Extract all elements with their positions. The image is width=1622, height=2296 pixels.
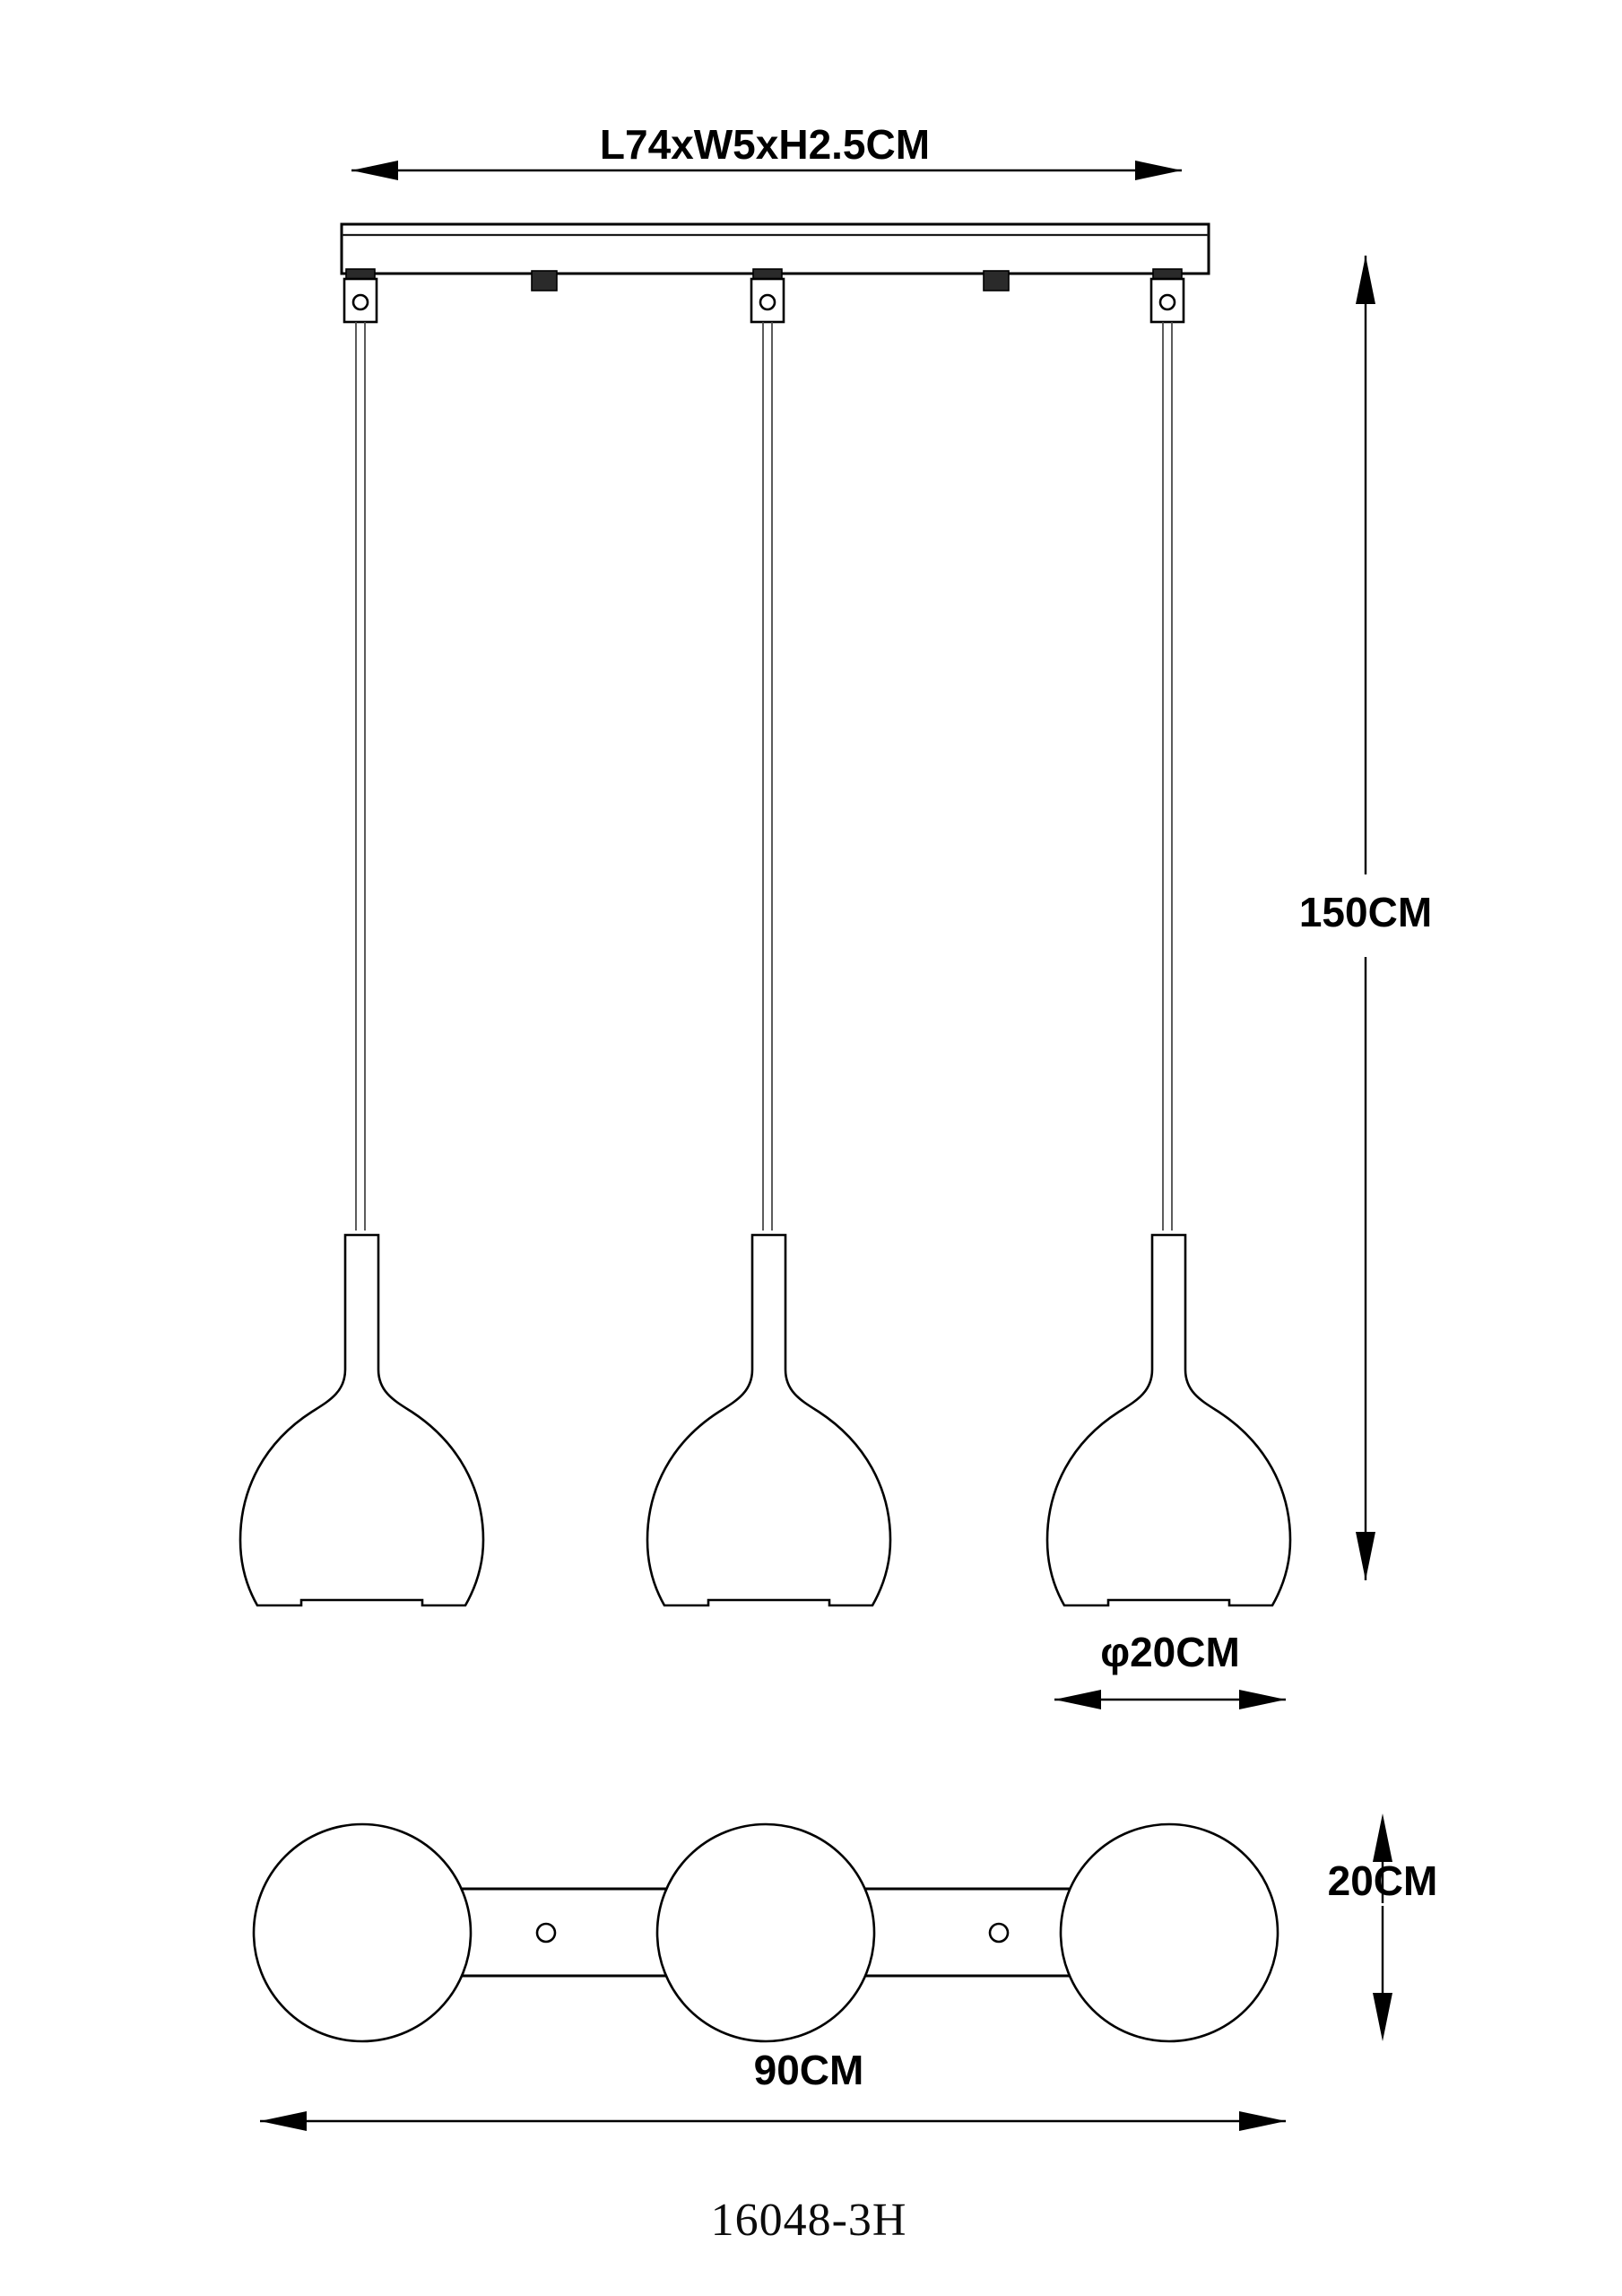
terminal-nub-1-body <box>531 270 558 291</box>
plan-circle-1 <box>252 1822 473 2043</box>
drop-height-arrow-bottom <box>1356 1532 1375 1580</box>
drop-height-dimension-group: 150CM <box>1299 256 1432 1580</box>
shade-diameter-arrow-left <box>1054 1690 1101 1709</box>
drop-height-arrow-top <box>1356 256 1375 304</box>
canopy-dimension-label: L74xW5xH2.5CM <box>600 121 930 168</box>
terminal-nub-1 <box>531 270 558 291</box>
plan-circle-3 <box>1059 1822 1279 2043</box>
canopy-bar <box>340 222 1210 275</box>
plan-circles <box>252 1822 1279 2043</box>
pendant-shade-2-profile <box>646 1233 892 1607</box>
pendant-shade-2 <box>646 1233 892 1607</box>
plan-screw-hole-1-icon <box>535 1922 557 1944</box>
plan-view: 20CM 90CM <box>252 1813 1438 2131</box>
shade-diameter-arrow-right <box>1239 1690 1286 1709</box>
plan-width-dimension-group: 90CM <box>260 2047 1286 2131</box>
cord-bracket-3-screw-icon <box>1158 293 1176 311</box>
plan-screw-holes <box>535 1922 1010 1944</box>
plan-screw-hole-2-icon <box>988 1922 1010 1944</box>
pendant-shade-3-profile <box>1045 1233 1292 1607</box>
canopy-dimension-arrow-right <box>1135 161 1182 180</box>
plan-width-label: 90CM <box>754 2047 864 2093</box>
cord-bracket-1-screw-icon <box>351 293 369 311</box>
canopy-dimension-arrow-left <box>351 161 398 180</box>
shade-diameter-dimension-group: φ20CM <box>1054 1629 1286 1709</box>
plan-depth-label: 20CM <box>1328 1857 1438 1904</box>
cord-bracket-2 <box>750 268 785 324</box>
canopy-bar-body <box>340 222 1210 275</box>
terminal-nub-2-body <box>983 270 1010 291</box>
suspension-cords <box>355 322 1173 1231</box>
plan-width-arrow-left <box>260 2111 307 2131</box>
cord-bracket-1 <box>343 268 378 324</box>
drop-height-label: 150CM <box>1299 889 1432 935</box>
cord-bracket-3 <box>1149 268 1185 324</box>
elevation-view: 150CM φ20CM <box>239 222 1432 1709</box>
plan-depth-arrow-top <box>1373 1813 1392 1862</box>
plan-depth-dimension-group: 20CM <box>1328 1813 1438 2041</box>
shade-diameter-label: φ20CM <box>1100 1629 1240 1675</box>
pendant-shade-3 <box>1045 1233 1292 1607</box>
pendant-shade-1 <box>239 1233 485 1607</box>
plan-depth-arrow-bottom <box>1373 1993 1392 2041</box>
pendant-shade-1-profile <box>239 1233 485 1607</box>
plan-width-arrow-right <box>1239 2111 1286 2131</box>
part-number-label: 16048-3H <box>711 2195 907 2246</box>
plan-circle-2 <box>655 1822 876 2043</box>
terminal-nub-2 <box>983 270 1010 291</box>
cord-bracket-2-screw-icon <box>759 293 776 311</box>
canopy-dimension-group: L74xW5xH2.5CM <box>351 121 1182 180</box>
